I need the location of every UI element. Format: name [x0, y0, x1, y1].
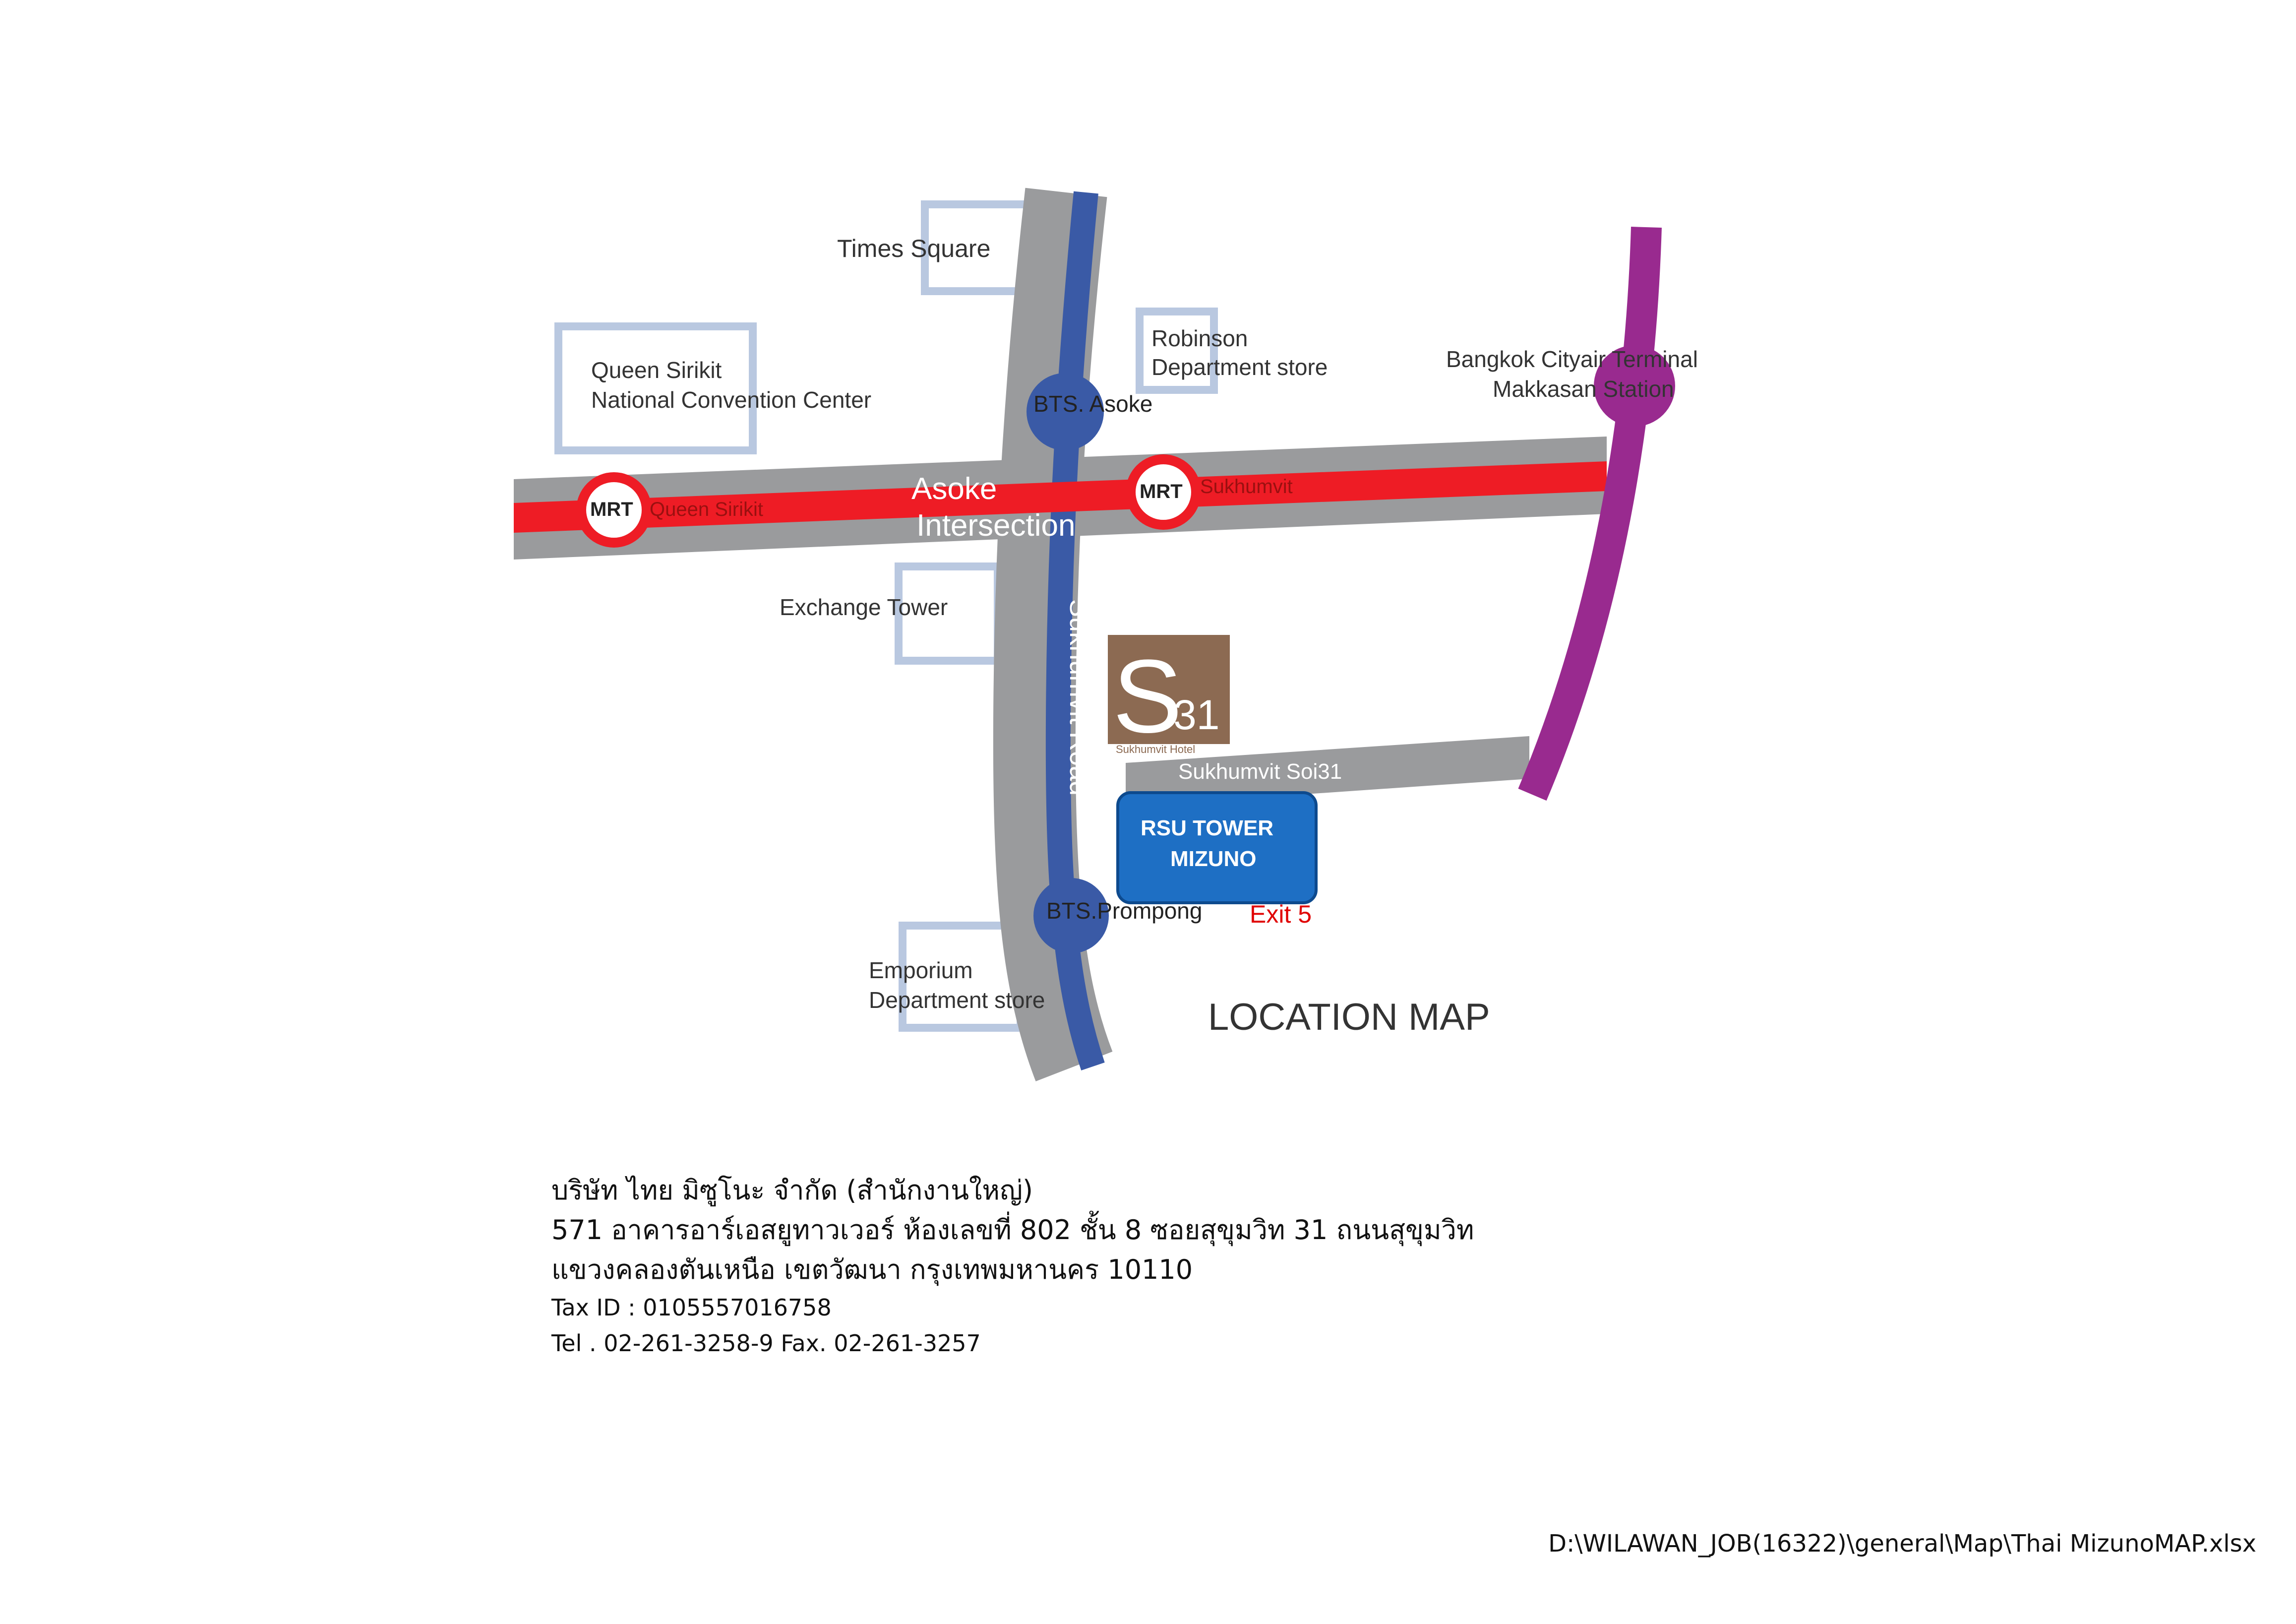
makkasan-station-marker — [1594, 345, 1675, 427]
mrt-line — [514, 461, 1607, 533]
mrt-sukhumvit-label: Sukhumvit — [1200, 476, 1293, 498]
bts-line — [1045, 191, 1105, 1070]
bts-prompong-label: BTS.Prompong — [1046, 898, 1202, 924]
mrt-sukhumvit-marker — [1126, 454, 1201, 530]
intersection-label: Intersection — [916, 508, 1076, 543]
mrt-queen-sirikit-label: Queen Sirikit — [650, 499, 763, 520]
bts-asoke-label: BTS. Asoke — [1033, 391, 1152, 417]
sukhumvit-road-lower-label: Sukhumvit Road — [1064, 599, 1094, 796]
tax-id: Tax ID : 0105557016758 — [551, 1294, 832, 1321]
rsu-tower-box — [1116, 791, 1318, 904]
mrt-queen-sirikit-marker — [576, 472, 652, 548]
robinson-box — [1136, 308, 1218, 394]
soi31-road — [1126, 736, 1529, 807]
s31-logo-letter: S — [1113, 638, 1182, 754]
soi31-label: Sukhumvit Soi31 — [1178, 759, 1342, 784]
address-line-1: 571 อาคารอาร์เอสยูทาวเวอร์ ห้องเลขที่ 80… — [551, 1214, 1474, 1246]
airport-link-label-2: Makkasan Station — [1493, 376, 1674, 402]
telephone-fax: Tel . 02-261-3258-9 Fax. 02-261-3257 — [551, 1330, 981, 1357]
s31-logo-number: 31 — [1173, 691, 1219, 738]
bts-asoke-marker — [1027, 373, 1104, 450]
robinson-label-1: Robinson — [1151, 325, 1248, 351]
exchange-tower-label: Exchange Tower — [780, 594, 948, 620]
company-address: บริษัท ไทย มิซูโนะ จำกัด (สำนักงานใหญ่) … — [551, 1171, 1474, 1361]
exit-5-label: Exit 5 — [1250, 900, 1312, 928]
address-line-2: แขวงคลองตันเหนือ เขตวัฒนา กรุงเทพมหานคร … — [551, 1254, 1193, 1285]
rsu-tower-label: RSU TOWER — [1141, 816, 1273, 840]
airport-link-line — [1518, 227, 1662, 801]
file-path-footer: D:\WILAWAN_JOB(16322)\general\Map\Thai M… — [1548, 1530, 2256, 1558]
mrt-queen-sirikit-prefix: MRT — [590, 499, 633, 520]
emporium-label-2: Department store — [869, 987, 1045, 1013]
robinson-label-2: Department store — [1151, 354, 1328, 380]
s31-hotel-logo — [1108, 635, 1230, 744]
asoke-label: Asoke — [911, 472, 997, 506]
map-title: LOCATION MAP — [1208, 996, 1490, 1038]
qsncc-box — [554, 322, 757, 454]
airport-link-label-1: Bangkok Cityair Terminal — [1446, 346, 1698, 372]
sukhumvit-road — [993, 187, 1113, 1081]
bts-prompong-marker — [1033, 878, 1109, 953]
mrt-sukhumvit-prefix: MRT — [1140, 481, 1183, 502]
company-name: บริษัท ไทย มิซูโนะ จำกัด (สำนักงานใหญ่) — [551, 1175, 1033, 1206]
mizuno-label: MIZUNO — [1170, 847, 1257, 871]
times-square-label: Times Square — [837, 235, 990, 262]
qsncc-label-1: Queen Sirikit — [591, 357, 722, 383]
emporium-label-1: Emporium — [869, 957, 973, 983]
s31-logo-caption: Sukhumvit Hotel — [1116, 743, 1195, 755]
qsncc-label-2: National Convention Center — [591, 387, 871, 413]
